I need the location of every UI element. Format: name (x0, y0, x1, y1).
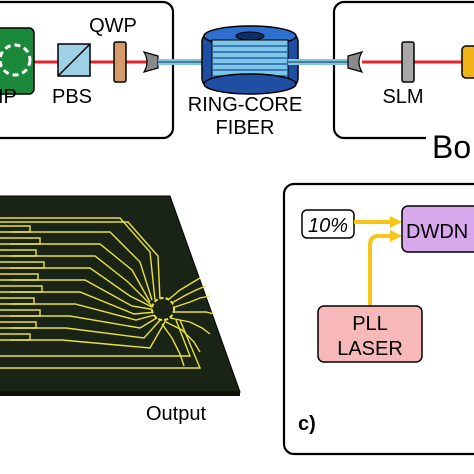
label-dwdm: DWDN (406, 221, 468, 243)
coupler-left (142, 51, 159, 73)
pbs-cube (57, 43, 91, 77)
label-ip: IP (0, 86, 17, 108)
panel-c: 10% DWDN PLL LASER c) (282, 182, 474, 456)
label-qwp: QWP (89, 15, 137, 37)
panel-c-box (282, 182, 474, 456)
chip-substrate (0, 195, 241, 393)
label-bob: Bo (432, 129, 471, 165)
panel-c-letter: c) (298, 413, 316, 435)
panel-b: Output (0, 195, 241, 425)
source-block (0, 27, 35, 95)
label-output: Output (146, 403, 206, 425)
label-pbs: PBS (52, 86, 92, 108)
slm-plate (401, 41, 415, 83)
label-ring-core: RING-CORE (188, 94, 302, 116)
label-tap: 10% (308, 215, 348, 237)
panel-a: QWP PBS IP RING-CORE FIBER SLM Bo (0, 0, 474, 168)
coupler-ring (151, 297, 175, 321)
label-fiber: FIBER (216, 117, 275, 139)
source-mode-icon (0, 43, 32, 77)
label-slm: SLM (382, 86, 423, 108)
waveguide-array (0, 217, 215, 369)
detector-partial (461, 45, 474, 79)
alice-box (0, 0, 175, 140)
qwp-plate (113, 41, 127, 83)
coupler-right (347, 51, 364, 73)
arrow-pll (390, 230, 402, 242)
label-laser: LASER (337, 338, 403, 360)
dwdm-box (401, 205, 474, 253)
arrow-tap (390, 216, 402, 228)
pll-laser-box (317, 305, 423, 363)
bob-box (332, 0, 474, 140)
signal-pll-to-dwdm (368, 234, 392, 306)
fiber-spool (201, 25, 299, 95)
label-pll: PLL (352, 313, 388, 335)
